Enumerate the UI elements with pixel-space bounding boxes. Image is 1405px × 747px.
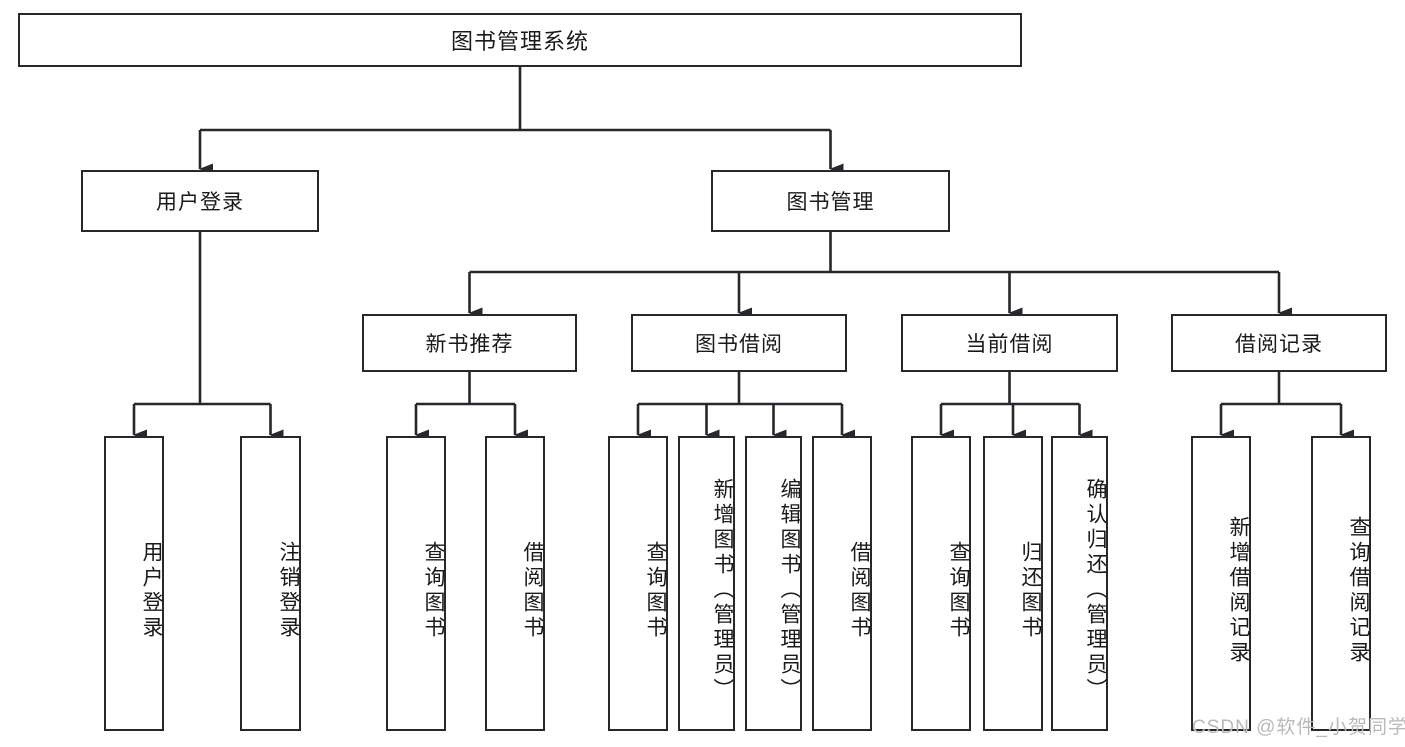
node-label: 用户登录 <box>140 540 163 641</box>
node-label: 注销登录 <box>277 540 300 641</box>
node-label: 借阅图书 <box>521 540 544 641</box>
node-root[interactable]: 图书管理系统 <box>18 13 1022 67</box>
node-label: 当前借阅 <box>965 333 1054 356</box>
node-leaf-query-record[interactable]: 查询借阅记录 <box>1311 436 1371 731</box>
node-label: 归还图书 <box>1019 540 1042 641</box>
node-leaf-confirm-return[interactable]: 确认归还（管理员） <box>1051 436 1108 731</box>
node-label: 查询图书 <box>422 540 445 641</box>
node-label: 用户登录 <box>156 191 244 214</box>
node-book-manage[interactable]: 图书管理 <box>711 170 950 232</box>
node-label: 查询借阅记录 <box>1347 515 1370 666</box>
node-label: 查询图书 <box>947 540 970 641</box>
node-label: 新书推荐 <box>425 333 514 356</box>
node-leaf-query-book-1[interactable]: 查询图书 <box>386 436 446 731</box>
node-label: 图书管理系统 <box>450 29 589 54</box>
node-borrow-record[interactable]: 借阅记录 <box>1171 314 1387 372</box>
node-leaf-query-book-2[interactable]: 查询图书 <box>608 436 668 731</box>
node-user-login[interactable]: 用户登录 <box>81 170 319 232</box>
node-current-borrow[interactable]: 当前借阅 <box>901 314 1118 372</box>
node-label: 编辑图书（管理员） <box>778 478 801 703</box>
node-label: 查询图书 <box>644 540 667 641</box>
node-book-borrow[interactable]: 图书借阅 <box>631 314 847 372</box>
node-label: 借阅图书 <box>848 540 871 641</box>
node-label: 图书借阅 <box>695 333 783 356</box>
node-new-book-recommend[interactable]: 新书推荐 <box>362 314 577 372</box>
node-label: 确认归还（管理员） <box>1084 478 1107 703</box>
node-leaf-return-book[interactable]: 归还图书 <box>983 436 1043 731</box>
node-leaf-edit-book[interactable]: 编辑图书（管理员） <box>745 436 802 731</box>
node-leaf-borrow-book-1[interactable]: 借阅图书 <box>485 436 545 731</box>
node-leaf-user-login[interactable]: 用户登录 <box>104 436 164 731</box>
node-label: 新增图书（管理员） <box>711 478 734 703</box>
node-label: 图书管理 <box>786 191 875 214</box>
node-leaf-borrow-book-2[interactable]: 借阅图书 <box>812 436 872 731</box>
node-leaf-add-book[interactable]: 新增图书（管理员） <box>678 436 735 731</box>
node-label: 新增借阅记录 <box>1227 515 1250 666</box>
node-leaf-add-record[interactable]: 新增借阅记录 <box>1191 436 1251 731</box>
node-label: 借阅记录 <box>1235 333 1323 356</box>
node-leaf-query-book-3[interactable]: 查询图书 <box>911 436 971 731</box>
node-leaf-logout[interactable]: 注销登录 <box>240 436 301 731</box>
